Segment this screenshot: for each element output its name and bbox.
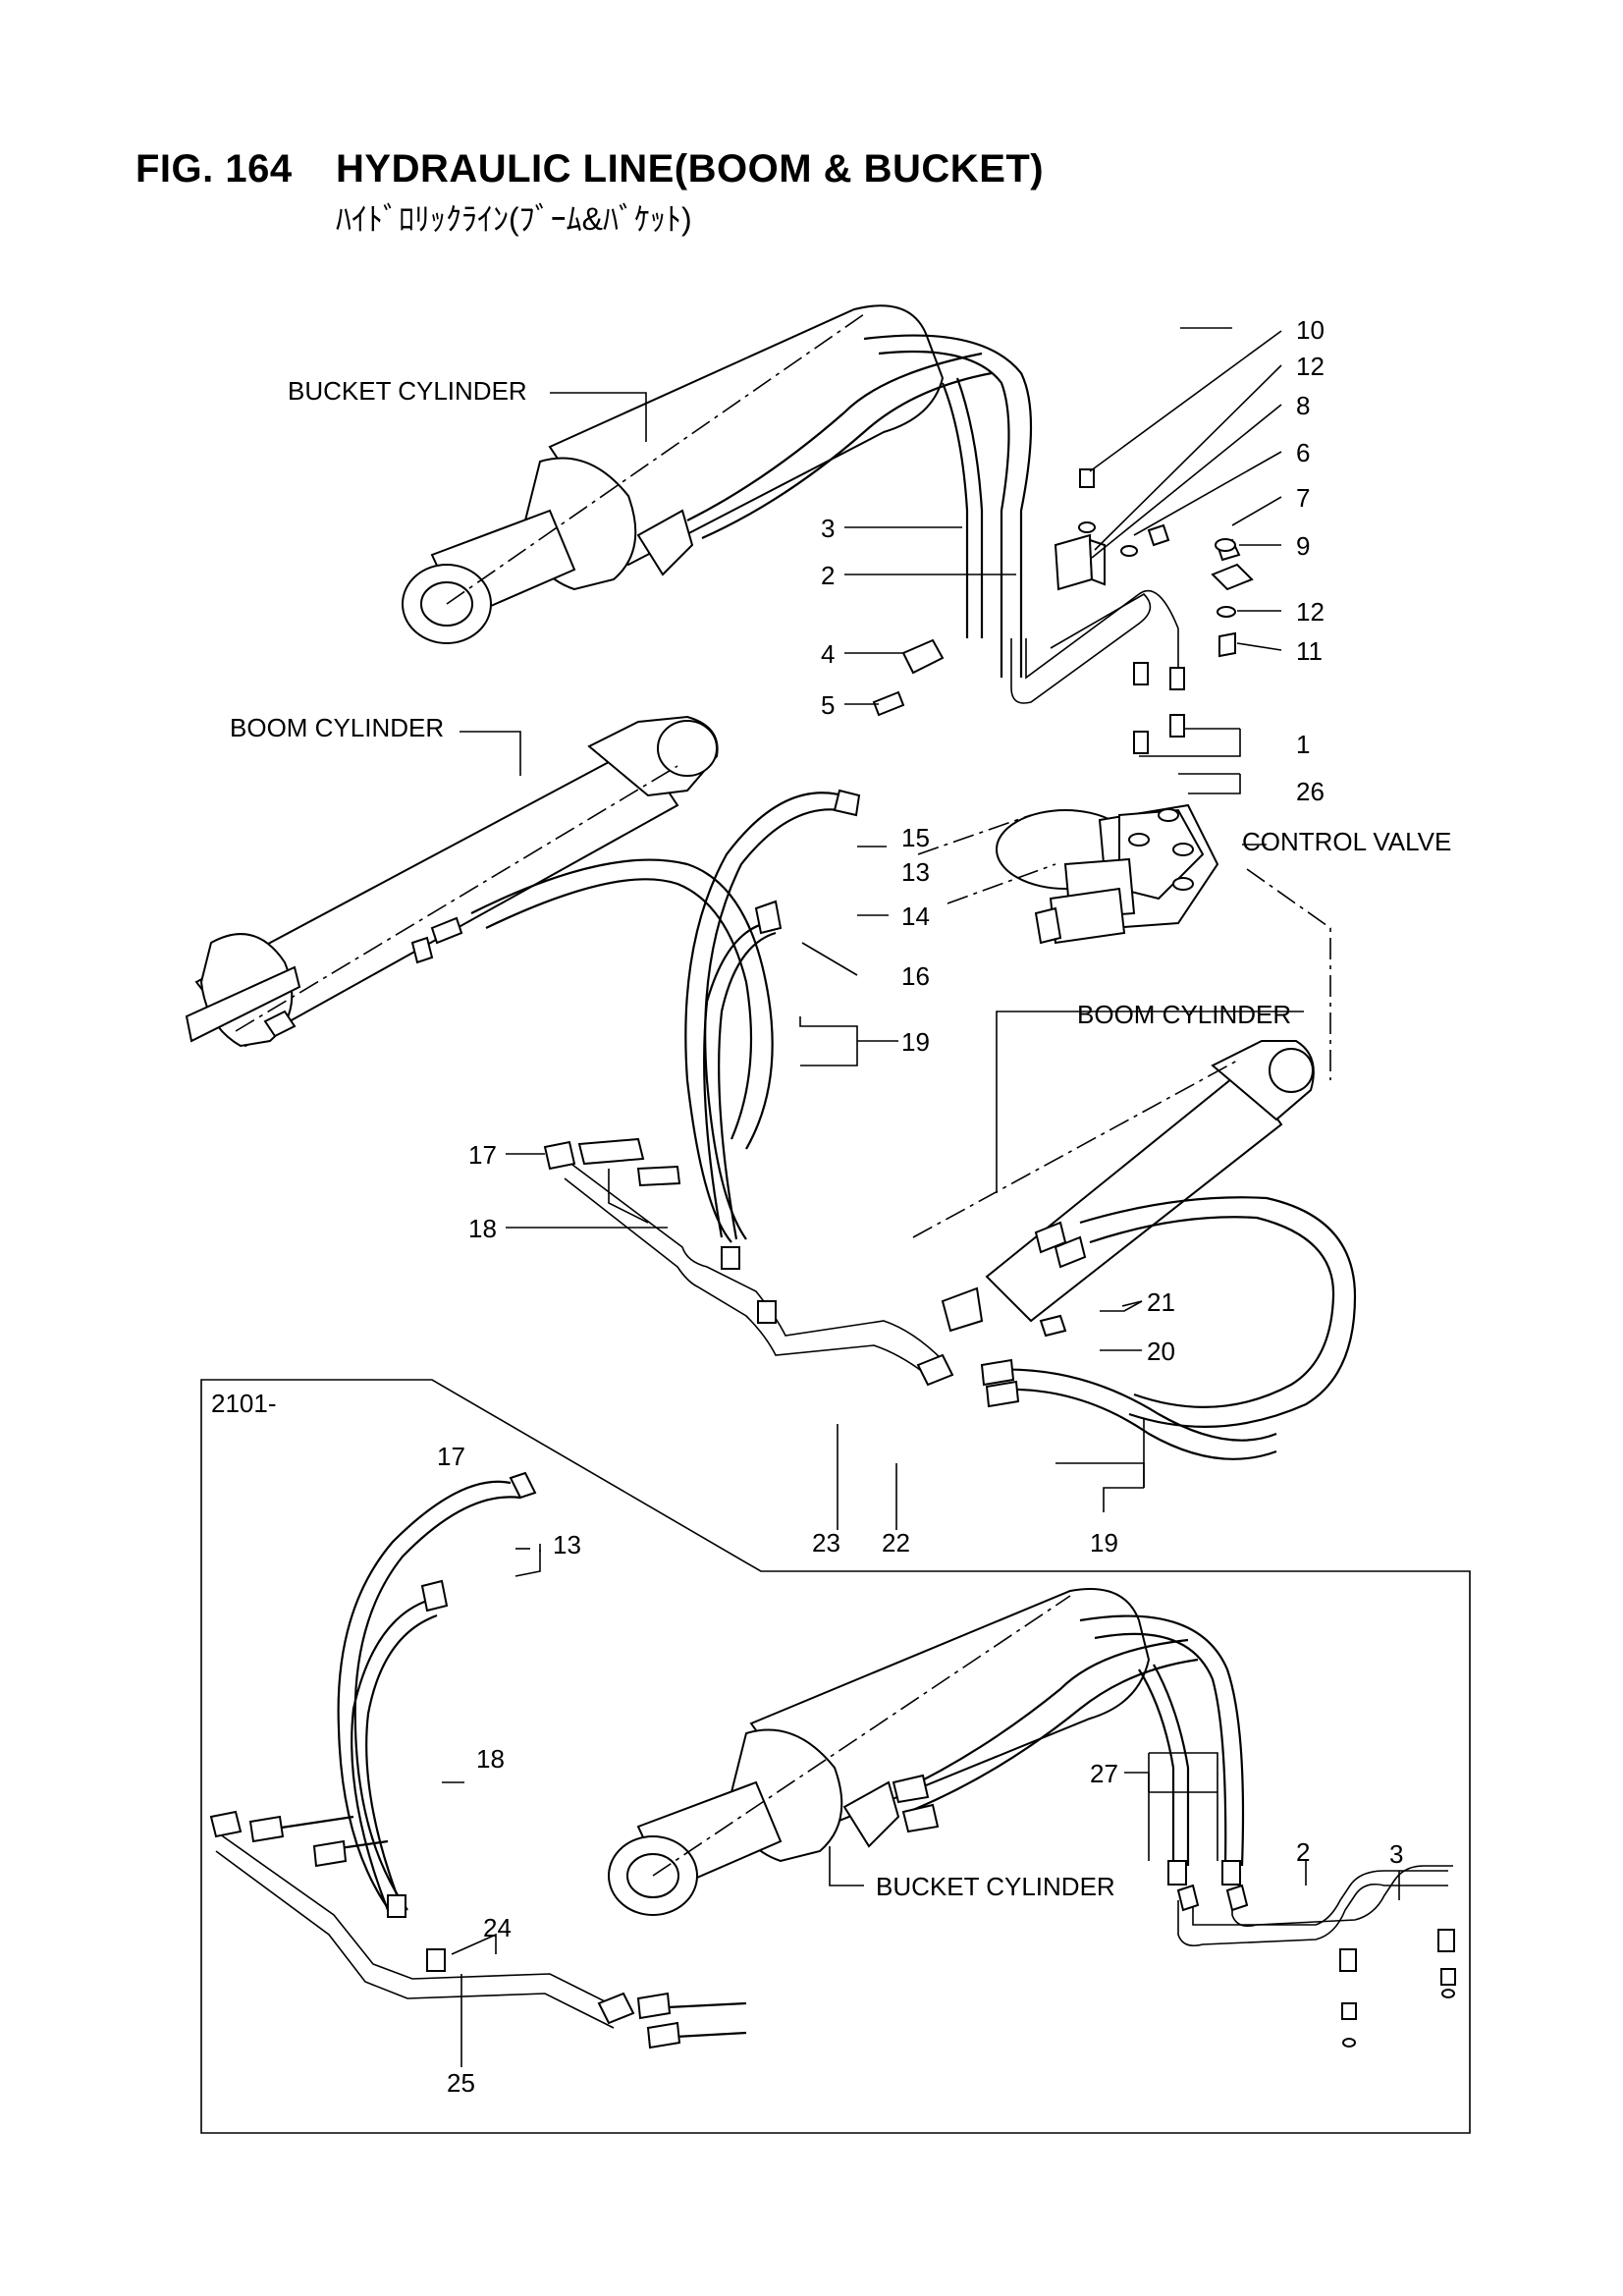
label-control-valve: CONTROL VALVE xyxy=(1242,827,1451,856)
callout-6: 6 xyxy=(1296,438,1310,467)
callout-1: 1 xyxy=(1296,730,1310,759)
figure-number: FIG. 164 xyxy=(135,147,293,191)
callout-9: 9 xyxy=(1296,531,1310,561)
callout-12-lower: 12 xyxy=(1296,597,1325,627)
callout-22: 22 xyxy=(882,1528,910,1558)
callout-7: 7 xyxy=(1296,483,1310,513)
callout-2: 2 xyxy=(821,561,835,590)
callout-19-lower: 19 xyxy=(1090,1528,1118,1558)
label-bucket-cylinder-top: BUCKET CYLINDER xyxy=(288,376,527,406)
hoses-19-upper xyxy=(684,789,861,1243)
callout-16: 16 xyxy=(901,961,930,991)
inset-callout-27: 27 xyxy=(1090,1759,1118,1788)
callout-17: 17 xyxy=(468,1140,497,1170)
callout-4: 4 xyxy=(821,639,835,669)
inset-callout-3: 3 xyxy=(1389,1839,1403,1869)
callout-10: 10 xyxy=(1296,315,1325,345)
steel-line-18 xyxy=(543,1137,954,1387)
callout-5: 5 xyxy=(821,690,835,720)
control-valve xyxy=(917,803,1331,1080)
callout-8: 8 xyxy=(1296,391,1310,420)
callout-18: 18 xyxy=(468,1214,497,1243)
hose-loops-top xyxy=(863,334,1033,678)
callout-21: 21 xyxy=(1147,1287,1175,1317)
callout-13: 13 xyxy=(901,857,930,887)
inset-callout-13: 13 xyxy=(553,1530,581,1559)
inset-callout-2: 2 xyxy=(1296,1837,1310,1867)
inset-callout-25: 25 xyxy=(447,2068,475,2098)
callout-15: 15 xyxy=(901,823,930,852)
figure-subtitle-japanese: ﾊｲﾄﾞﾛﾘｯｸﾗｲﾝ(ﾌﾞｰﾑ&ﾊﾞｹｯﾄ) xyxy=(336,201,692,237)
inset-pipes-2-3 xyxy=(1167,1860,1456,2048)
inset-bucket-cylinder xyxy=(608,1588,1245,1916)
callout-12-upper: 12 xyxy=(1296,352,1325,381)
boom-cylinder-right xyxy=(912,1040,1357,1460)
inset-callout-24: 24 xyxy=(483,1913,512,1942)
callout-14: 14 xyxy=(901,902,930,931)
inset-frame xyxy=(200,1379,1471,2134)
inset-callout-18: 18 xyxy=(476,1744,505,1774)
pipes-to-valve xyxy=(872,468,1254,754)
inset-callout-17: 17 xyxy=(437,1442,465,1471)
callout-3: 3 xyxy=(821,514,835,543)
inset-left-hoses xyxy=(209,1471,747,2050)
boom-cylinder-left xyxy=(185,715,774,1150)
label-inset-serial: 2101- xyxy=(211,1389,277,1418)
callout-11: 11 xyxy=(1296,636,1323,666)
label-boom-cylinder-left: BOOM CYLINDER xyxy=(230,713,444,742)
callout-20: 20 xyxy=(1147,1337,1175,1366)
bucket-cylinder-top xyxy=(402,304,993,644)
callout-23: 23 xyxy=(812,1528,840,1558)
callout-19-upper: 19 xyxy=(901,1027,930,1057)
figure-title: HYDRAULIC LINE(BOOM & BUCKET) xyxy=(336,147,1045,191)
label-boom-cylinder-right: BOOM CYLINDER xyxy=(1077,1000,1291,1029)
leader-lines xyxy=(442,327,1400,2067)
label-bucket-cylinder-inset: BUCKET CYLINDER xyxy=(876,1872,1115,1901)
callout-26: 26 xyxy=(1296,777,1325,806)
